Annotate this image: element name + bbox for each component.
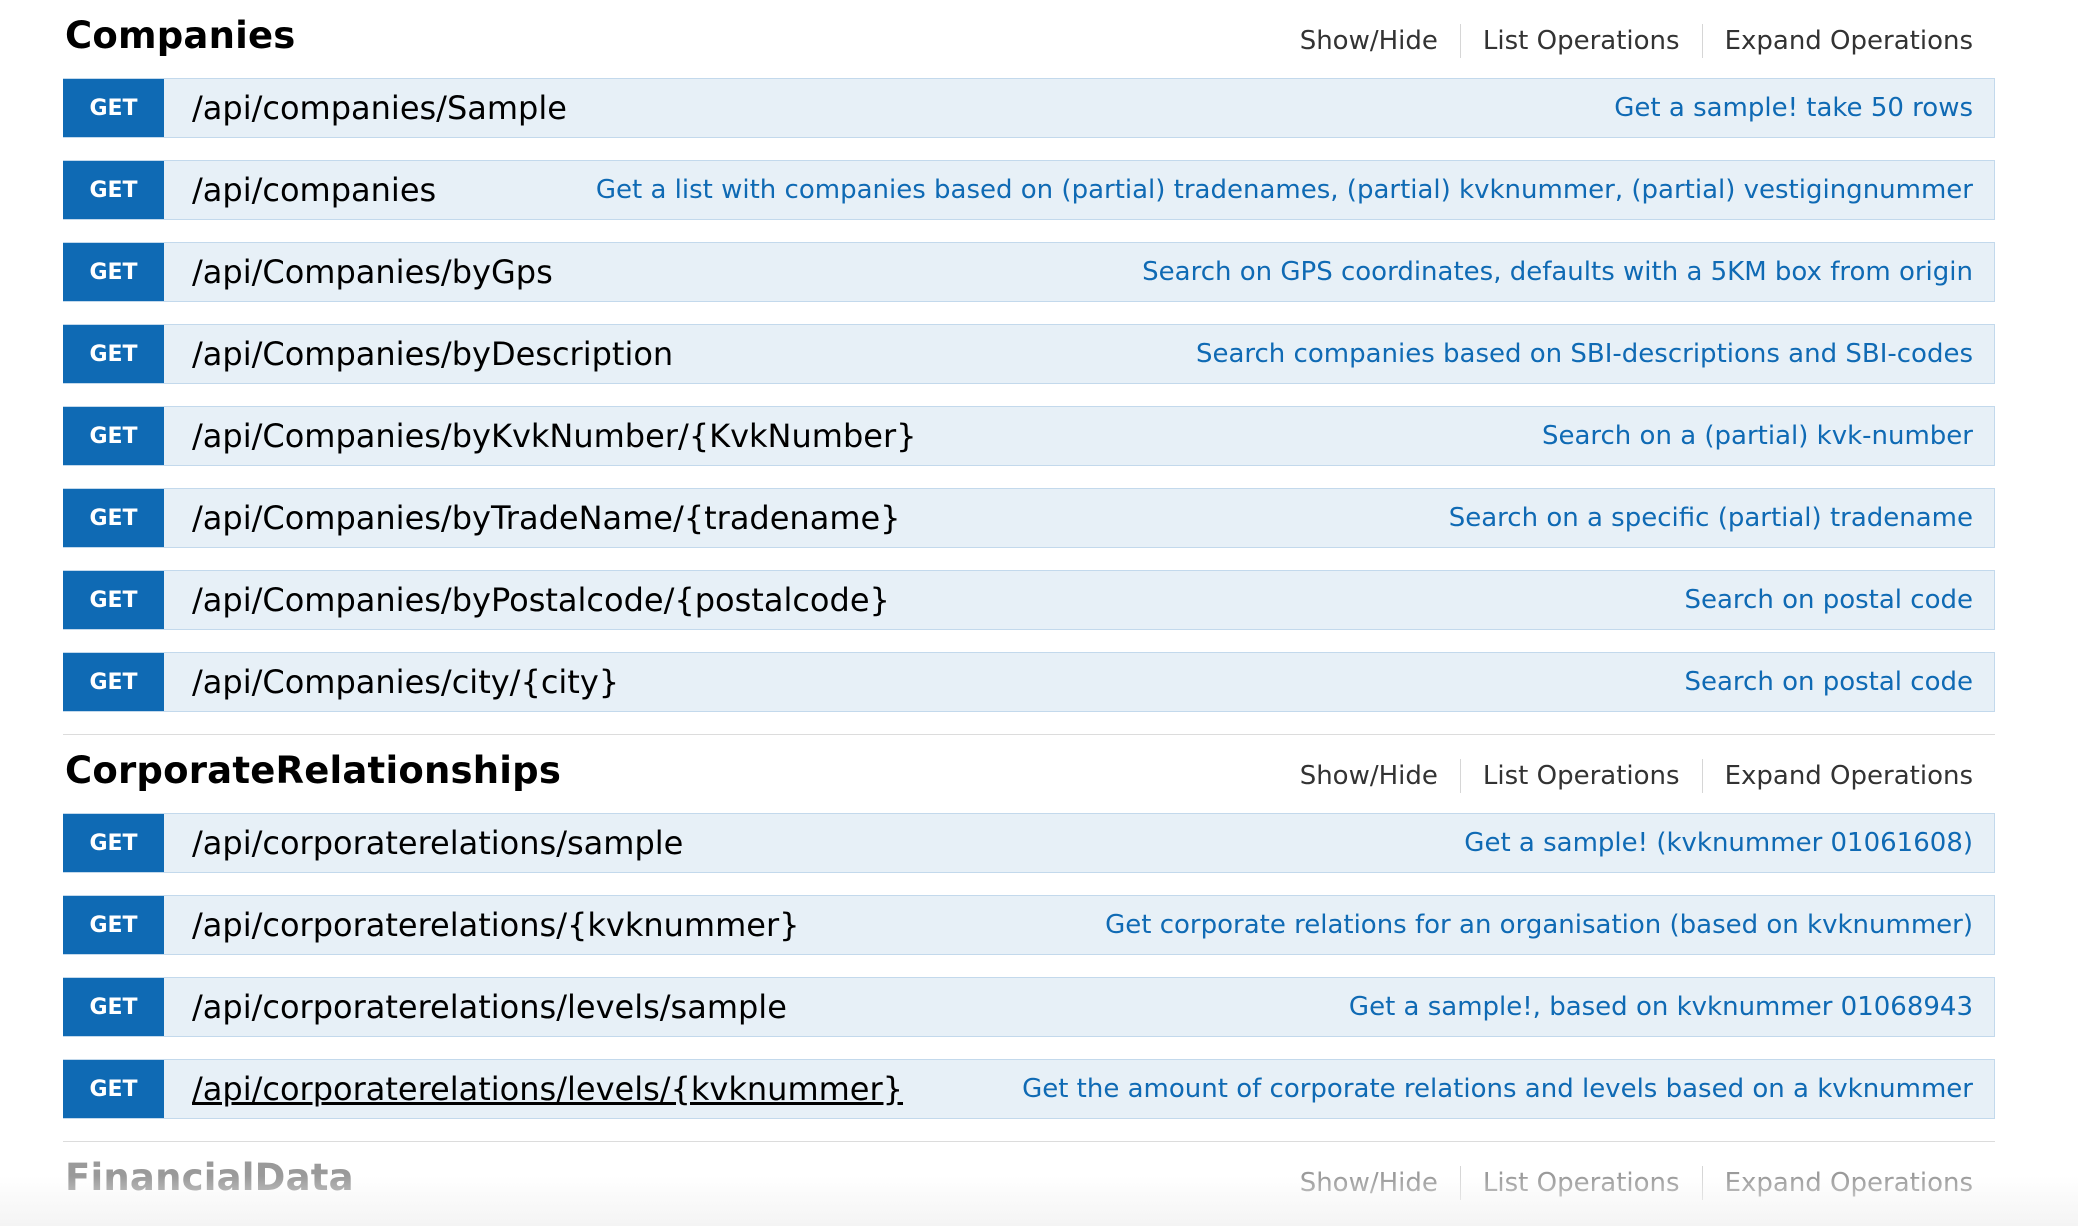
endpoint-list: GET /api/companies/Sample Get a sample! … [63, 78, 1995, 712]
resource-corporaterelationships: CorporateRelationships Show/Hide List Op… [63, 735, 1995, 1142]
http-method-badge[interactable]: GET [63, 79, 164, 137]
endpoint-summary[interactable]: Get corporate relations for an organisat… [1105, 910, 1973, 940]
endpoint-summary[interactable]: Search companies based on SBI-descriptio… [1195, 339, 1973, 369]
endpoint-path[interactable]: /api/Companies/byDescription [192, 335, 674, 373]
endpoint-summary[interactable]: Search on a (partial) kvk-number [1541, 421, 1973, 451]
endpoint-row[interactable]: GET /api/Companies/byPostalcode/{postalc… [63, 570, 1995, 630]
scroll-fade-overlay [0, 1176, 2078, 1226]
endpoint-row[interactable]: GET /api/companies/Sample Get a sample! … [63, 78, 1995, 138]
endpoint-summary[interactable]: Search on GPS coordinates, defaults with… [1142, 257, 1973, 287]
http-method-badge[interactable]: GET [63, 896, 164, 954]
endpoint-summary[interactable]: Get a list with companies based on (part… [595, 175, 1973, 205]
endpoint-path[interactable]: /api/corporaterelations/levels/{kvknumme… [192, 1070, 903, 1108]
section-divider [63, 734, 1995, 735]
endpoint-summary[interactable]: Search on postal code [1684, 585, 1973, 615]
endpoint-summary[interactable]: Search on a specific (partial) tradename [1448, 503, 1973, 533]
http-method-badge[interactable]: GET [63, 653, 164, 711]
endpoint-path[interactable]: /api/Companies/byGps [192, 253, 553, 291]
endpoint-row[interactable]: GET /api/corporaterelations/sample Get a… [63, 813, 1995, 873]
show-hide-link[interactable]: Show/Hide [1299, 26, 1438, 56]
endpoint-row[interactable]: GET /api/companies Get a list with compa… [63, 160, 1995, 220]
resource-companies: Companies Show/Hide List Operations Expa… [63, 0, 1995, 735]
link-divider [1701, 759, 1703, 793]
http-method-badge[interactable]: GET [63, 1060, 164, 1118]
endpoint-path[interactable]: /api/companies [192, 171, 437, 209]
http-method-badge[interactable]: GET [63, 161, 164, 219]
resource-title[interactable]: Companies [65, 14, 296, 57]
http-method-badge[interactable]: GET [63, 571, 164, 629]
endpoint-path[interactable]: /api/Companies/byKvkNumber/{KvkNumber} [192, 417, 917, 455]
section-divider [63, 1141, 1995, 1142]
resource-operation-links: Show/Hide List Operations Expand Operati… [1278, 759, 1973, 793]
http-method-badge[interactable]: GET [63, 325, 164, 383]
endpoint-row[interactable]: GET /api/Companies/byTradeName/{tradenam… [63, 488, 1995, 548]
link-divider [1701, 24, 1703, 58]
api-resource-list: Companies Show/Hide List Operations Expa… [63, 0, 1995, 1220]
http-method-badge[interactable]: GET [63, 407, 164, 465]
http-method-badge[interactable]: GET [63, 814, 164, 872]
resource-header: CorporateRelationships Show/Hide List Op… [63, 735, 1995, 813]
expand-operations-link[interactable]: Expand Operations [1724, 761, 1973, 791]
http-method-badge[interactable]: GET [63, 978, 164, 1036]
endpoint-path[interactable]: /api/Companies/byTradeName/{tradename} [192, 499, 901, 537]
endpoint-path[interactable]: /api/corporaterelations/sample [192, 824, 684, 862]
endpoint-row[interactable]: GET /api/corporaterelations/{kvknummer} … [63, 895, 1995, 955]
link-divider [1459, 759, 1461, 793]
endpoint-summary[interactable]: Search on postal code [1684, 667, 1973, 697]
endpoint-row[interactable]: GET /api/Companies/city/{city} Search on… [63, 652, 1995, 712]
endpoint-summary[interactable]: Get a sample! take 50 rows [1614, 93, 1973, 123]
http-method-badge[interactable]: GET [63, 243, 164, 301]
endpoint-list: GET /api/corporaterelations/sample Get a… [63, 813, 1995, 1119]
endpoint-row[interactable]: GET /api/Companies/byDescription Search … [63, 324, 1995, 384]
endpoint-row[interactable]: GET /api/Companies/byKvkNumber/{KvkNumbe… [63, 406, 1995, 466]
endpoint-row[interactable]: GET /api/corporaterelations/levels/{kvkn… [63, 1059, 1995, 1119]
expand-operations-link[interactable]: Expand Operations [1724, 26, 1973, 56]
link-divider [1459, 24, 1461, 58]
endpoint-path[interactable]: /api/corporaterelations/levels/sample [192, 988, 787, 1026]
list-operations-link[interactable]: List Operations [1482, 26, 1680, 56]
resource-title[interactable]: CorporateRelationships [65, 749, 562, 792]
list-operations-link[interactable]: List Operations [1482, 761, 1680, 791]
show-hide-link[interactable]: Show/Hide [1299, 761, 1438, 791]
endpoint-summary[interactable]: Get a sample! (kvknummer 01061608) [1464, 828, 1973, 858]
endpoint-path[interactable]: /api/Companies/city/{city} [192, 663, 620, 701]
endpoint-path[interactable]: /api/corporaterelations/{kvknummer} [192, 906, 800, 944]
endpoint-summary[interactable]: Get the amount of corporate relations an… [1022, 1074, 1973, 1104]
resource-header: Companies Show/Hide List Operations Expa… [63, 0, 1995, 78]
endpoint-row[interactable]: GET /api/corporaterelations/levels/sampl… [63, 977, 1995, 1037]
endpoint-row[interactable]: GET /api/Companies/byGps Search on GPS c… [63, 242, 1995, 302]
endpoint-summary[interactable]: Get a sample!, based on kvknummer 010689… [1348, 992, 1973, 1022]
http-method-badge[interactable]: GET [63, 489, 164, 547]
resource-operation-links: Show/Hide List Operations Expand Operati… [1278, 24, 1973, 58]
endpoint-path[interactable]: /api/Companies/byPostalcode/{postalcode} [192, 581, 890, 619]
endpoint-path[interactable]: /api/companies/Sample [192, 89, 567, 127]
